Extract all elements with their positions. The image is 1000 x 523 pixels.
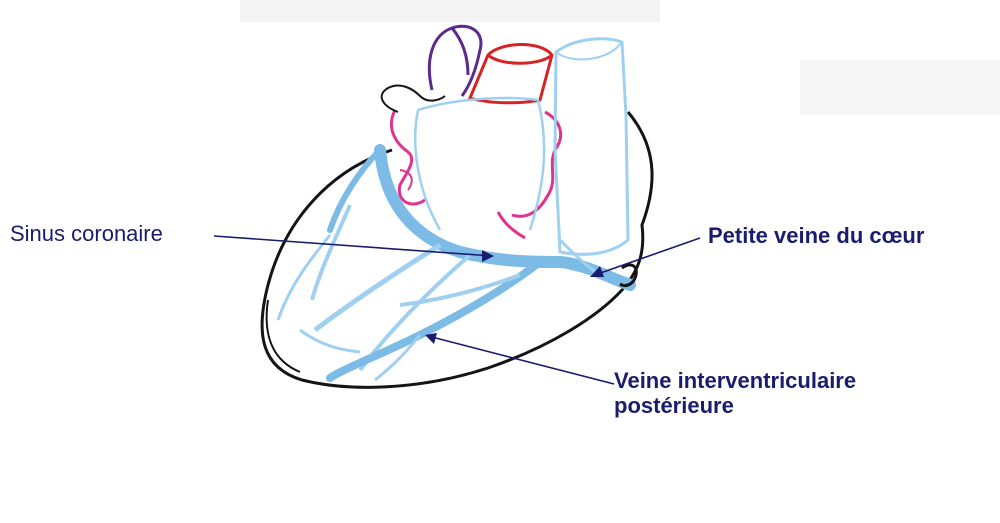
coronary-sinus-left (327, 147, 383, 233)
posterior-interventricular-vein (326, 258, 544, 382)
pulmonary-vein-outline (399, 169, 413, 191)
vein-branch (399, 273, 521, 307)
vein-branch (374, 334, 422, 382)
background-patch (240, 0, 660, 22)
label-veine-line1: Veine interventriculaire (614, 368, 857, 393)
pulmonary-artery (467, 43, 554, 105)
arrow-veine (425, 333, 615, 385)
heart-outline (260, 111, 654, 389)
small-cardiac-vein (551, 258, 634, 286)
left-atrium-outline (389, 109, 426, 206)
vena-cava-mouth (555, 41, 623, 61)
label-veine-interventriculaire: Veine interventriculaire postérieure (614, 368, 856, 419)
label-sinus-coronaire: Sinus coronaire (10, 221, 163, 246)
auricle-outline (380, 84, 446, 113)
aorta-outline (427, 24, 483, 97)
label-veine-line2: postérieure (614, 393, 734, 419)
vein-branch (299, 328, 361, 354)
vein-branch (313, 242, 442, 333)
label-petite-veine: Petite veine du cœur (708, 223, 925, 248)
background-patch-right (800, 60, 1000, 115)
vena-cava (553, 37, 630, 256)
right-atrium-outline (511, 110, 563, 218)
atrium-contour (414, 96, 546, 231)
arrow-petite (590, 237, 701, 277)
arrow-sinus (213, 235, 494, 262)
vein-branch (276, 234, 332, 321)
heart-outline-lower (265, 299, 301, 373)
vein-mark (619, 263, 638, 288)
vein-branch (310, 204, 352, 301)
atrium-bottom-outline (496, 211, 526, 240)
